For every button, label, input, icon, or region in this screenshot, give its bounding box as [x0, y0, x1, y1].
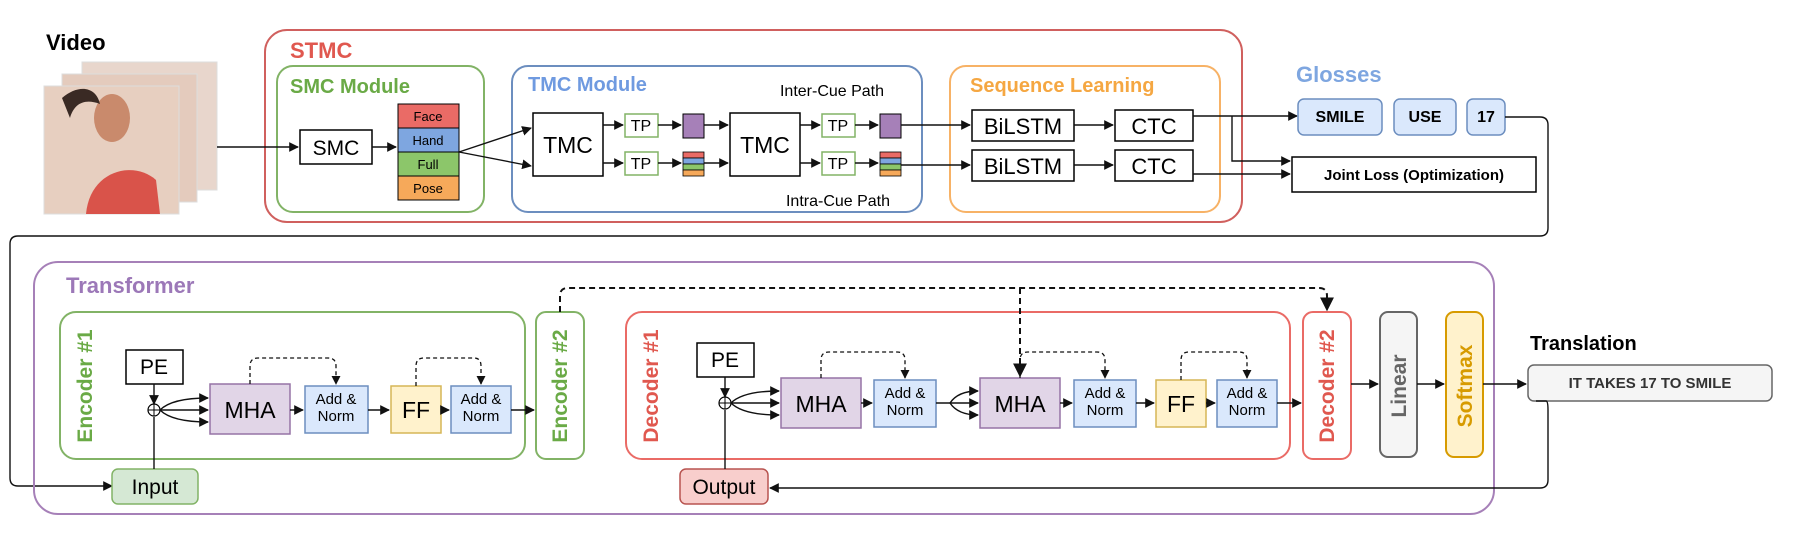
ctc-label: CTC	[1131, 154, 1176, 179]
encoder1-pe	[125, 349, 184, 385]
tp-label: TP	[631, 156, 651, 173]
inter-cue-path-label: Inter-Cue Path	[780, 83, 884, 100]
ctc-label: CTC	[1131, 114, 1176, 139]
decoder1-addnorm-2-label: Add &Norm	[1085, 385, 1126, 419]
video-frames	[43, 61, 218, 215]
decoder1-label: Decoder #1	[640, 329, 663, 443]
encoder1-mha-label: MHA	[224, 397, 276, 423]
decoder1-addnorm-3-label: Add &Norm	[1227, 385, 1268, 419]
joint-loss-label: Joint Loss (Optimization)	[1324, 167, 1504, 184]
decoder2-container	[1302, 311, 1352, 460]
decoder1-addnorm-2	[1073, 379, 1137, 428]
input-box	[111, 468, 199, 505]
gloss-item	[1393, 98, 1457, 136]
tmc-block-2	[729, 112, 801, 177]
output-label: Output	[692, 476, 755, 499]
smc-block-label: SMC	[313, 137, 360, 160]
tmc-block-1-label: TMC	[543, 132, 593, 158]
video-title: Video	[46, 30, 106, 55]
decoder2-label: Decoder #2	[1316, 329, 1339, 442]
cue-stack: Face Hand Full Pose	[397, 103, 460, 201]
glosses-to-input-connector	[9, 116, 1549, 491]
stmc-arrows	[217, 111, 1298, 179]
tmc-module-container	[511, 65, 923, 213]
glosses-title: Glosses	[1296, 62, 1382, 87]
encoder1-container	[59, 311, 526, 460]
sequence-learning-title: Sequence Learning	[970, 75, 1155, 97]
stmc-container	[264, 29, 1243, 223]
transformer-container	[33, 261, 1495, 515]
gloss-item-label: USE	[1409, 109, 1442, 126]
ctc-block	[1114, 149, 1194, 182]
bilstm-block	[971, 149, 1075, 182]
decoder1-addnorm-1-label: Add &Norm	[885, 385, 926, 419]
residual-connections	[249, 351, 1252, 386]
encoder1-label: Encoder #1	[74, 329, 97, 443]
tp-label: TP	[828, 156, 848, 173]
tp-label: TP	[828, 118, 848, 135]
decoder1-mha-2-label: MHA	[994, 391, 1046, 417]
smc-module-container	[276, 65, 485, 213]
decoder1-addnorm-1	[873, 379, 937, 428]
encoder1-addnorm-1-label: Add &Norm	[316, 391, 357, 425]
translation-title: Translation	[1530, 333, 1637, 355]
encoder1-ff-label: FF	[402, 397, 430, 423]
linear-label: Linear	[1388, 354, 1411, 417]
ctc-block	[1114, 109, 1194, 142]
cue-full	[397, 151, 460, 177]
decoder1-ff-label: FF	[1167, 391, 1195, 417]
smc-block	[299, 129, 373, 165]
stmc-title: STMC	[290, 38, 352, 63]
sequence-learning-container	[949, 65, 1221, 213]
gloss-item-label: SMILE	[1316, 109, 1365, 126]
cue-hand-label: Hand	[412, 133, 443, 148]
encoder-decoder-cross-connections	[559, 287, 1334, 378]
cue-pose-label: Pose	[413, 181, 443, 196]
input-label: Input	[132, 476, 179, 499]
inter-cue-feature	[879, 113, 902, 139]
decoder1-mha-1-label: MHA	[795, 391, 847, 417]
transformer-title: Transformer	[66, 273, 195, 298]
decoder1-addnorm-3	[1216, 379, 1278, 428]
cue-hand	[397, 127, 460, 153]
transformer-arrows	[149, 377, 1549, 493]
encoder1-pe-label: PE	[140, 356, 168, 379]
inter-cue-feature	[682, 113, 705, 139]
gloss-item-label: 17	[1477, 109, 1495, 126]
decoder1-pe-label: PE	[711, 349, 739, 372]
softmax-label: Softmax	[1454, 344, 1477, 427]
tmc-block-2-label: TMC	[740, 132, 790, 158]
cue-pose	[397, 175, 460, 201]
cue-full-label: Full	[418, 157, 439, 172]
intra-cue-feature	[682, 151, 705, 177]
tmc-module-title: TMC Module	[528, 74, 647, 96]
tmc-block-1	[532, 112, 604, 177]
bilstm-label: BiLSTM	[984, 114, 1062, 139]
encoder1-addnorm-1	[304, 385, 369, 434]
intra-cue-feature	[879, 151, 902, 177]
encoder1-addnorm-2-label: Add &Norm	[461, 391, 502, 425]
output-box	[679, 468, 769, 505]
cue-face-label: Face	[414, 109, 443, 124]
encoder2-label: Encoder #2	[549, 329, 572, 442]
joint-loss-box	[1291, 156, 1537, 193]
smc-module-title: SMC Module	[290, 76, 410, 98]
gloss-item	[1297, 98, 1383, 136]
translation-text: IT TAKES 17 TO SMILE	[1569, 375, 1732, 392]
bilstm-label: BiLSTM	[984, 154, 1062, 179]
intra-cue-path-label: Intra-Cue Path	[786, 193, 890, 210]
translation-box	[1527, 364, 1773, 402]
decoder1-mha-2	[979, 377, 1061, 429]
decoder1-container	[625, 311, 1291, 460]
tp-label: TP	[631, 118, 651, 135]
